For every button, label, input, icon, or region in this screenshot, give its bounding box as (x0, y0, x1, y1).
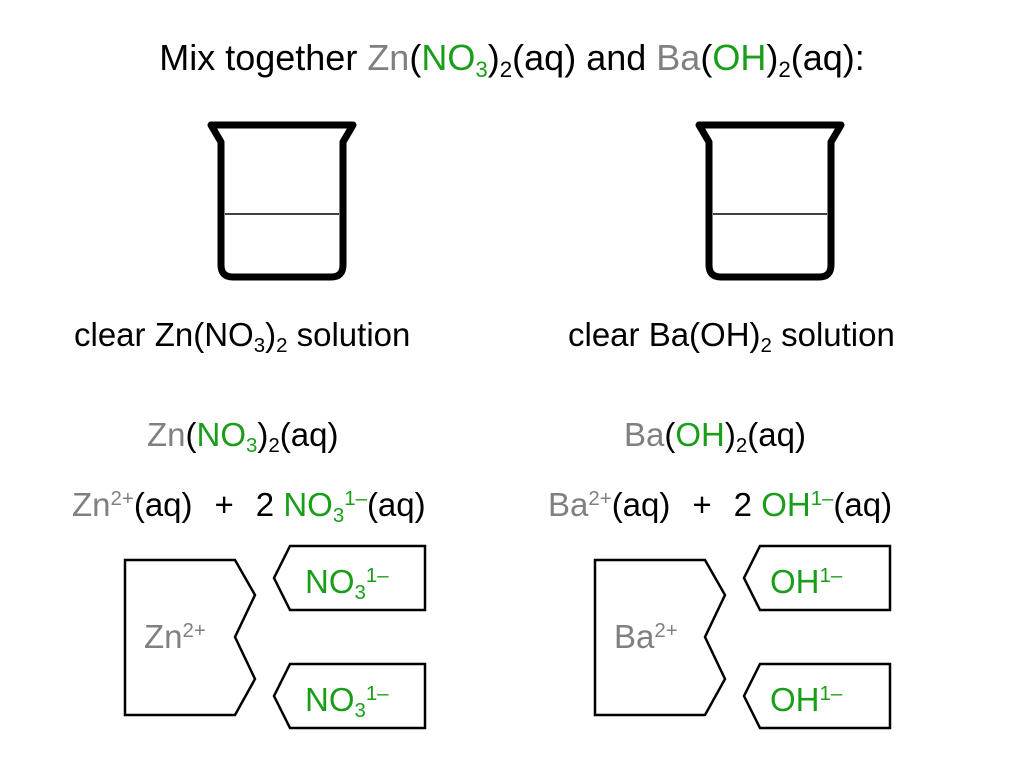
nitrate-anion-label-1: NO31– (305, 563, 389, 605)
beaker-zn-nitrate (207, 121, 357, 281)
formula-ba-hydroxide: Ba(OH)2(aq) (624, 416, 806, 458)
dissociation-zn-nitrate: Zn2+(aq)+2 NO31–(aq) (72, 486, 426, 528)
nitrate-symbol: NO3 (421, 37, 488, 82)
ba-cation-label: Ba2+ (614, 618, 678, 655)
hydroxide-anion-shape-2 (742, 662, 892, 730)
caption-ba-hydroxide: clear Ba(OH)2 solution (568, 316, 895, 358)
nitrate-anion-shape-1 (272, 544, 427, 612)
zn-cation-label: Zn2+ (144, 618, 206, 655)
zn-cation-shape (123, 558, 257, 717)
dissociation-ba-hydroxide: Ba2+(aq)+2 OH1–(aq) (548, 486, 893, 523)
nitrate-anion-shape-2 (272, 662, 427, 730)
zn-symbol: Zn (367, 37, 410, 78)
caption-zn-nitrate: clear Zn(NO3)2 solution (74, 316, 411, 358)
hydroxide-anion-shape-1 (742, 544, 892, 612)
ba-symbol: Ba (656, 37, 701, 78)
formula-zn-nitrate: Zn(NO3)2(aq) (147, 416, 339, 458)
hydroxide-symbol: OH (712, 37, 767, 78)
ion-model-ba-hydroxide: Ba2+ OH1– OH1– (590, 540, 900, 730)
hydroxide-anion-label-1: OH1– (770, 563, 843, 600)
hydroxide-anion-label-2: OH1– (770, 681, 843, 718)
slide-title: Mix together Zn(NO3)2(aq) and Ba(OH)2(aq… (159, 37, 865, 82)
beaker-ba-hydroxide (695, 121, 845, 281)
ba-cation-shape (593, 558, 727, 717)
ion-model-zn-nitrate: Zn2+ NO31– NO31– (120, 540, 430, 730)
nitrate-anion-label-2: NO31– (305, 681, 389, 723)
